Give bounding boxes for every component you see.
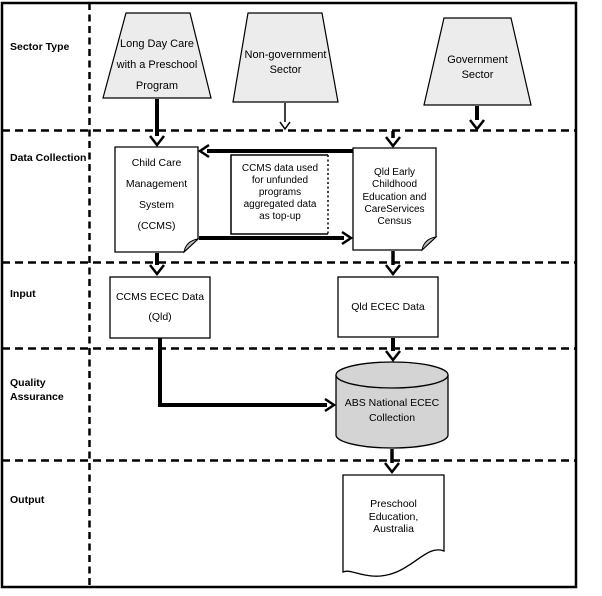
label-output: Output bbox=[10, 494, 45, 506]
arrow-abs-to-output bbox=[384, 449, 400, 475]
note-box-border bbox=[230, 154, 328, 235]
document-preschool-output bbox=[342, 474, 445, 577]
arrow-ldc-to-ccms bbox=[149, 99, 165, 148]
text-qld-census: Qld Early Childhood Education and CareSe… bbox=[362, 167, 427, 228]
text-qld-ecec-data: Qld ECEC Data bbox=[351, 301, 425, 313]
arrow-ccms-to-input bbox=[149, 253, 165, 277]
text-ccms-note: CCMS data used for unfunded programs agg… bbox=[241, 163, 319, 222]
label-sector-type: Sector Type bbox=[10, 41, 70, 53]
arrow-nongov-down bbox=[279, 103, 291, 131]
arrow-census-to-ccms bbox=[197, 143, 353, 159]
text-government: Government Sector bbox=[447, 54, 508, 81]
text-abs-collection: ABS National ECEC Collection bbox=[344, 397, 440, 424]
text-ccms-ecec-data: CCMS ECEC Data (Qld) bbox=[115, 291, 205, 323]
outer-border bbox=[0, 1, 578, 589]
label-quality-assurance: Quality Assurance bbox=[10, 377, 64, 403]
text-non-government: Non-government Sector bbox=[244, 49, 327, 76]
text-ccms: Child Care Management System (CCMS) bbox=[125, 157, 188, 232]
label-input: Input bbox=[10, 288, 36, 300]
document-qld-census-fold bbox=[421, 236, 438, 252]
document-ccms-fold bbox=[183, 238, 200, 254]
arrow-gov-down bbox=[469, 106, 485, 132]
arrow-ccms-to-census bbox=[199, 230, 354, 246]
arrow-ccmsdata-to-abs bbox=[158, 338, 337, 413]
box-qld-ecec-data bbox=[337, 276, 439, 338]
text-long-day-care: Long Day Care with a Preschool Program bbox=[116, 38, 198, 92]
trapezoid-non-government bbox=[232, 12, 339, 103]
cylinder-abs-collection-body bbox=[335, 375, 449, 449]
note-box-fill bbox=[231, 155, 328, 234]
trapezoid-long-day-care bbox=[102, 12, 212, 99]
arrow-qlddata-to-abs bbox=[385, 338, 401, 363]
trapezoid-government bbox=[423, 17, 532, 106]
text-preschool-output: Preschool Education, Australia bbox=[368, 498, 419, 535]
cylinder-abs-collection-top bbox=[335, 361, 449, 389]
arrow-census-to-qlddata bbox=[385, 251, 401, 277]
arrow-into-census bbox=[385, 131, 401, 149]
label-data-collection: Data Collection bbox=[10, 152, 87, 164]
